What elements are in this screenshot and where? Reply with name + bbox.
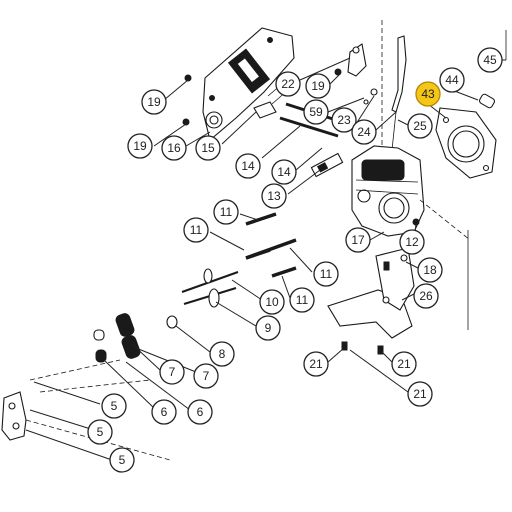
gasket-part xyxy=(435,107,497,179)
svg-text:7: 7 xyxy=(169,365,176,379)
callout-19-right: 19 xyxy=(305,73,331,99)
valves xyxy=(181,268,239,308)
callout-21-left: 21 xyxy=(303,351,329,377)
head-bolts xyxy=(245,212,297,278)
svg-text:18: 18 xyxy=(423,263,437,277)
callout-21-bottom: 21 xyxy=(407,381,433,407)
svg-text:26: 26 xyxy=(419,289,433,303)
callout-14-left: 14 xyxy=(235,153,261,179)
callout-16: 16 xyxy=(161,135,187,161)
callout-7-left: 7 xyxy=(159,359,185,385)
svg-text:6: 6 xyxy=(197,405,204,419)
svg-text:19: 19 xyxy=(147,95,161,109)
svg-text:14: 14 xyxy=(241,159,255,173)
svg-text:22: 22 xyxy=(281,77,295,91)
callout-44: 44 xyxy=(439,67,465,93)
svg-text:7: 7 xyxy=(203,369,210,383)
callout-7-right: 7 xyxy=(193,363,219,389)
svg-text:5: 5 xyxy=(97,425,104,439)
svg-text:23: 23 xyxy=(337,113,351,127)
callout-43: 43 xyxy=(415,81,441,107)
callout-17: 17 xyxy=(345,227,371,253)
throttle-lever xyxy=(363,20,407,160)
svg-text:5: 5 xyxy=(119,453,126,467)
svg-text:13: 13 xyxy=(267,189,281,203)
callout-11-right: 11 xyxy=(313,261,339,287)
callout-6-left: 6 xyxy=(151,399,177,425)
svg-text:17: 17 xyxy=(351,233,365,247)
callout-8: 8 xyxy=(209,341,235,367)
screws xyxy=(341,261,390,355)
callout-18: 18 xyxy=(417,257,443,283)
callout-10: 10 xyxy=(259,289,285,315)
callout-12: 12 xyxy=(399,229,425,255)
svg-text:21: 21 xyxy=(413,387,427,401)
callout-11-top: 11 xyxy=(213,199,239,225)
svg-text:24: 24 xyxy=(357,125,371,139)
callout-13: 13 xyxy=(261,183,287,209)
svg-text:43: 43 xyxy=(421,87,435,101)
svg-text:45: 45 xyxy=(483,53,497,67)
rocker-cover-plate xyxy=(202,27,295,141)
svg-text:11: 11 xyxy=(296,293,309,307)
svg-text:8: 8 xyxy=(219,347,226,361)
svg-text:14: 14 xyxy=(277,165,291,179)
svg-text:16: 16 xyxy=(167,141,181,155)
valve-springs xyxy=(93,313,141,363)
svg-text:11: 11 xyxy=(320,267,333,281)
callout-23: 23 xyxy=(331,107,357,133)
svg-text:6: 6 xyxy=(161,405,168,419)
callout-15: 15 xyxy=(195,135,221,161)
callout-6-right: 6 xyxy=(187,399,213,425)
callout-21-right: 21 xyxy=(391,351,417,377)
spacer-part xyxy=(478,93,496,109)
svg-text:11: 11 xyxy=(190,223,203,237)
svg-text:11: 11 xyxy=(220,205,233,219)
bracket-part xyxy=(347,43,367,77)
svg-text:59: 59 xyxy=(309,105,323,119)
callout-11-lower: 11 xyxy=(289,287,315,313)
svg-text:9: 9 xyxy=(265,321,272,335)
callout-24: 24 xyxy=(351,119,377,145)
svg-text:44: 44 xyxy=(445,73,459,87)
svg-text:15: 15 xyxy=(201,141,215,155)
retainer-plate xyxy=(1,359,171,461)
svg-text:5: 5 xyxy=(111,399,118,413)
callout-19-left: 19 xyxy=(127,133,153,159)
cylinder-head xyxy=(351,145,425,237)
callout-26: 26 xyxy=(413,283,439,309)
callout-5-top: 5 xyxy=(101,393,127,419)
callout-45: 45 xyxy=(477,47,503,73)
callout-22: 22 xyxy=(275,71,301,97)
callout-9: 9 xyxy=(255,315,281,341)
callout-5-bottom: 5 xyxy=(109,447,135,473)
callout-14-right: 14 xyxy=(271,159,297,185)
callout-5-mid: 5 xyxy=(87,419,113,445)
svg-text:21: 21 xyxy=(397,357,411,371)
svg-text:10: 10 xyxy=(265,295,279,309)
svg-text:19: 19 xyxy=(133,139,147,153)
callout-59: 59 xyxy=(303,99,329,125)
svg-text:25: 25 xyxy=(413,119,427,133)
svg-text:19: 19 xyxy=(311,79,325,93)
callouts: 45 43 44 25 22 19 19 19 59 23 24 16 15 1… xyxy=(87,47,503,473)
svg-text:12: 12 xyxy=(405,235,419,249)
mounting-bracket xyxy=(327,247,415,339)
valve-seals xyxy=(166,315,178,329)
callout-11-mid: 11 xyxy=(183,217,209,243)
svg-text:21: 21 xyxy=(309,357,323,371)
callout-25: 25 xyxy=(407,113,433,139)
callout-19-top: 19 xyxy=(141,89,167,115)
small-bolts xyxy=(182,68,342,126)
